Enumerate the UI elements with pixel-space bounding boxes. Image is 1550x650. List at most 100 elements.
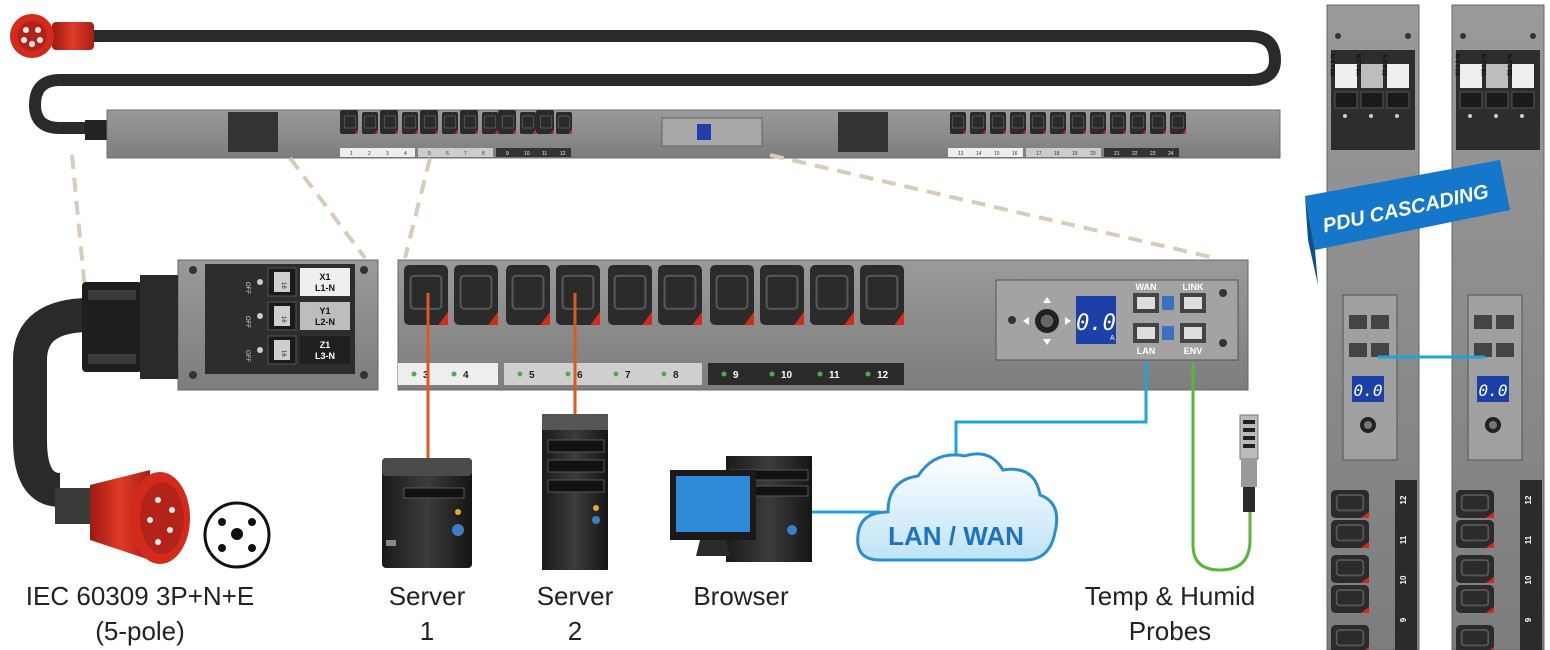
- breaker-lever[interactable]: [274, 340, 290, 360]
- breaker-state: OFF: [244, 316, 250, 328]
- outlet-socket: [343, 115, 357, 129]
- vertical-breaker-led: [1369, 114, 1373, 118]
- breaker-phase: L3-N: [315, 351, 335, 361]
- port-label-lan: LAN: [1137, 346, 1156, 356]
- breaker-indicator: [257, 313, 263, 319]
- outlet-body: [404, 265, 448, 325]
- breaker-lever[interactable]: [274, 272, 290, 292]
- outlet-c13: [760, 265, 804, 325]
- outlet-body: [760, 265, 804, 325]
- outlet-marker: [1485, 606, 1494, 613]
- port-label-wan: WAN: [1136, 282, 1157, 292]
- vertical-port[interactable]: [1496, 343, 1514, 357]
- outlet-socket: [409, 274, 443, 310]
- vertical-port[interactable]: [1349, 343, 1367, 357]
- outlet-number-strip: [504, 363, 702, 385]
- vertical-port[interactable]: [1371, 343, 1389, 357]
- outlet-number: 3: [423, 370, 429, 381]
- top-outlet-number: 6: [446, 151, 449, 157]
- vertical-outlet: [1456, 520, 1494, 548]
- outlet-status-led: [769, 371, 775, 377]
- top-outlet: [556, 112, 572, 134]
- vertical-breaker-switch[interactable]: [1386, 91, 1410, 109]
- top-outlet: [1050, 112, 1066, 134]
- top-number-strip: [418, 148, 493, 157]
- outlet-number: 12: [877, 370, 889, 381]
- outlet-c19: [506, 265, 550, 325]
- vertical-breaker-label: [1387, 64, 1409, 88]
- outlet-marker: [1485, 576, 1494, 583]
- vertical-outlet: [1331, 625, 1369, 650]
- red-plug: [55, 470, 190, 564]
- top-number-strip: [1104, 148, 1179, 157]
- outlet-socket: [663, 274, 697, 310]
- outlet-c19: [710, 265, 754, 325]
- navigation-joystick[interactable]: [1023, 297, 1071, 345]
- server-2: [542, 414, 608, 570]
- outlet-number: 9: [733, 370, 739, 381]
- top-outlet: [950, 112, 966, 134]
- outlet-status-led: [411, 371, 417, 377]
- temp-humid-probe: [1239, 414, 1259, 512]
- outlet-status-led: [817, 371, 823, 377]
- outlet-body: [454, 265, 498, 325]
- vertical-screw: [1405, 33, 1411, 39]
- breaker-label-box: [300, 302, 350, 330]
- breaker-lever[interactable]: [274, 306, 290, 326]
- outlet-body: [608, 265, 652, 325]
- vertical-outlet-number: 12: [1524, 495, 1533, 504]
- top-outlet: [342, 112, 358, 134]
- breaker-indicator: [257, 347, 263, 353]
- vertical-joystick-center[interactable]: [1489, 421, 1497, 429]
- top-outlet-number: 3: [386, 151, 389, 157]
- vertical-breaker-switch[interactable]: [1334, 91, 1358, 109]
- vertical-outlet: [1456, 490, 1494, 518]
- vertical-joystick-center[interactable]: [1364, 421, 1372, 429]
- rj45-ports[interactable]: [1133, 293, 1206, 343]
- port-label-link: LINK: [1183, 282, 1204, 292]
- top-number-strip: [1026, 148, 1101, 157]
- outlet-marker: [692, 311, 702, 325]
- outlet-socket: [1071, 115, 1085, 129]
- vertical-port[interactable]: [1474, 343, 1492, 357]
- vertical-breaker-id: Y2 L2-N: [1357, 54, 1363, 76]
- breaker-phase: L2-N: [315, 317, 335, 327]
- vertical-outlet: [1331, 585, 1369, 613]
- vertical-outlet: [1331, 490, 1369, 518]
- vertical-breaker-switch[interactable]: [1485, 91, 1509, 109]
- outlet-body: [860, 265, 904, 325]
- outlet-marker: [374, 129, 378, 134]
- outlet-c13: [658, 265, 702, 325]
- outlet-number: 8: [673, 370, 679, 381]
- vertical-breaker-switch[interactable]: [1511, 91, 1535, 109]
- vertical-breaker-led: [1494, 114, 1498, 118]
- lan-wan-cloud: [856, 452, 1059, 562]
- vertical-breaker-switch[interactable]: [1360, 91, 1384, 109]
- vertical-breaker-id: Z2 L3-N: [1508, 54, 1514, 76]
- vertical-breaker-label: [1486, 64, 1508, 88]
- top-number-strip: [496, 148, 571, 157]
- top-outlet: [538, 112, 554, 134]
- top-outlet: [970, 112, 986, 134]
- current-display: [1076, 296, 1116, 344]
- vertical-port[interactable]: [1371, 315, 1389, 329]
- top-outlet-number: 17: [1036, 151, 1042, 157]
- top-outlet: [1070, 112, 1086, 134]
- vertical-port[interactable]: [1474, 315, 1492, 329]
- vertical-port[interactable]: [1349, 315, 1367, 329]
- outlet-socket: [521, 115, 535, 129]
- top-outlet-number: 22: [1132, 151, 1138, 157]
- browser-workstation: [670, 456, 812, 562]
- outlet-socket: [423, 115, 437, 129]
- outlet-marker: [982, 129, 986, 134]
- outlet-marker: [962, 129, 966, 134]
- vertical-display: [1352, 376, 1384, 402]
- vertical-port[interactable]: [1496, 315, 1514, 329]
- vertical-breaker-switch[interactable]: [1459, 91, 1483, 109]
- top-outlet: [482, 112, 498, 134]
- outlet-socket: [1460, 629, 1490, 647]
- vertical-breaker-label: [1512, 64, 1534, 88]
- outlet-status-led: [661, 371, 667, 377]
- outlet-status-led: [721, 371, 727, 377]
